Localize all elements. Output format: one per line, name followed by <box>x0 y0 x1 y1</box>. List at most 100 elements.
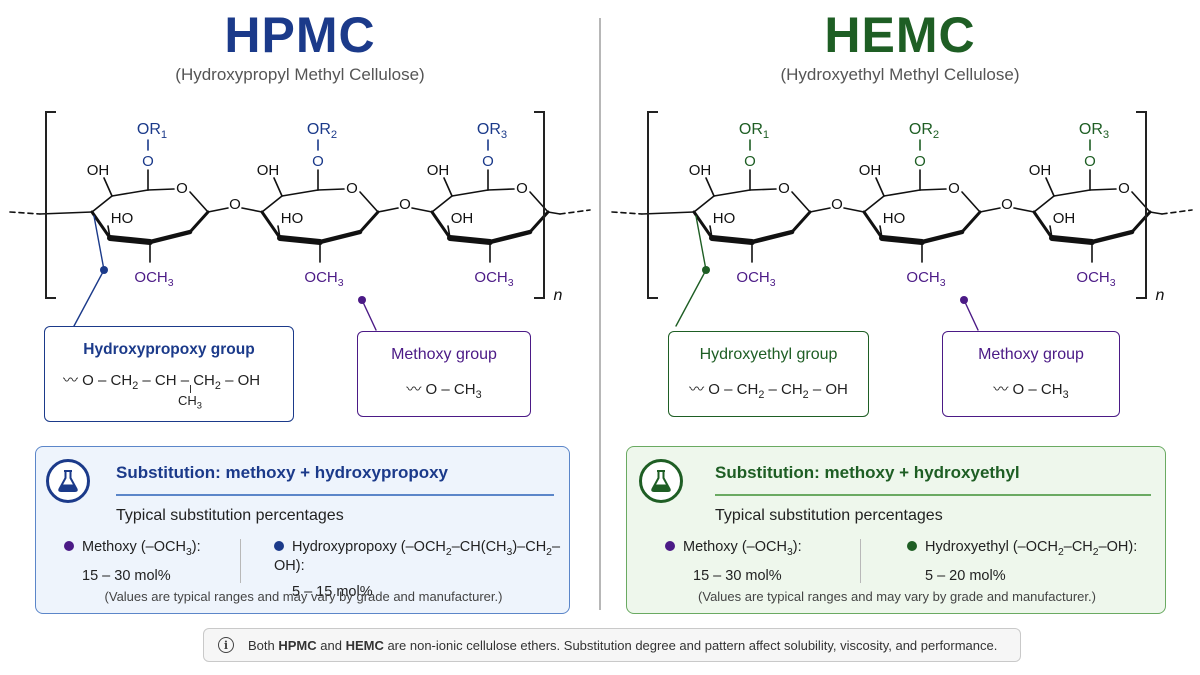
substituent-label: OR1 <box>739 121 769 141</box>
ho-label: HO <box>713 210 736 227</box>
methoxy-dot <box>665 541 675 552</box>
ring-oxygen-label: O <box>346 180 358 197</box>
formula-sub: 3 <box>475 389 482 401</box>
hemc-panel-rule <box>715 494 1151 496</box>
label-text: –OH): <box>1098 539 1138 555</box>
ring-bond-bold <box>447 235 493 245</box>
substituent-label: OR2 <box>909 121 939 141</box>
ring-bond <box>1033 195 1055 213</box>
ring-bond <box>863 195 885 213</box>
oh-bond <box>103 177 113 197</box>
footer-part: Both <box>248 637 279 653</box>
hpmc-substitution-panel: Substitution: methoxy + hydroxypropoxy T… <box>35 446 570 614</box>
ring-bond <box>1089 188 1117 191</box>
oh-label: OH <box>859 162 882 179</box>
methoxy-callout-title: Methoxy group <box>978 346 1084 363</box>
formula-part: – CH <box>764 381 803 398</box>
hemc-hydroxyethyl-item: Hydroxyethyl (–OCH2–CH2–OH): 5 – 20 mol% <box>907 539 1137 584</box>
label-text: –CH(CH <box>451 539 507 555</box>
ho-bond <box>107 225 111 239</box>
hydroxypropoxy-callout-title: Hydroxypropoxy group <box>83 341 255 358</box>
footer-text: Both HPMC and HEMC are non-ionic cellulo… <box>248 638 997 653</box>
ring-bond-bold <box>277 235 323 245</box>
ring-bond-bold <box>879 235 925 245</box>
ring-bond <box>261 195 283 213</box>
ring-bond <box>1131 191 1151 213</box>
ho-label: HO <box>111 210 134 227</box>
formula-sub: 2 <box>802 389 809 401</box>
ring-oxygen-label: O <box>516 180 528 197</box>
substituent-label: OR1 <box>137 121 167 141</box>
ring-bond <box>111 189 149 197</box>
ring-oxygen-label: O <box>948 180 960 197</box>
ho-bond <box>277 225 281 239</box>
label-sub: 2 <box>546 546 552 558</box>
methoxy-callout-left: Methoxy group 〰 O – CH3 <box>357 331 531 417</box>
branch-ch: CH <box>178 393 197 408</box>
label-sub: 2 <box>445 546 452 558</box>
oh-label: OH <box>427 162 450 179</box>
ring-bond-bold <box>107 235 153 245</box>
item-label: Methoxy (–OCH3): <box>64 539 201 558</box>
glycosidic-oxygen: O <box>229 196 241 213</box>
flask-icon <box>639 459 683 503</box>
hydroxyethyl-callout: Hydroxyethyl group 〰 O – CH2 – CH2 – OH <box>668 331 869 417</box>
panel-divider <box>240 539 241 583</box>
substituent-oxygen: O <box>914 153 926 170</box>
ring-bond-bold <box>1049 235 1095 245</box>
item-label: Methoxy (–OCH3): <box>665 539 802 558</box>
glycosidic-bond <box>207 207 229 213</box>
oh-bond <box>705 177 715 197</box>
ring-bond <box>529 191 549 213</box>
formula-sub: 2 <box>758 389 765 401</box>
ring-bond <box>693 195 715 213</box>
footer-part: and <box>316 637 346 653</box>
methoxy-formula: 〰 O – CH3 <box>358 378 530 401</box>
glycosidic-bond <box>241 207 263 213</box>
glycosidic-oxygen: O <box>831 196 843 213</box>
center-divider <box>599 18 601 610</box>
oh-label: OH <box>87 162 110 179</box>
ring-bond <box>91 195 113 213</box>
chain-end-dash <box>559 209 591 215</box>
methoxy-callout-right: Methoxy group 〰 O – CH3 <box>942 331 1120 417</box>
ring-oxygen-label: O <box>778 180 790 197</box>
chain-bond <box>39 211 93 215</box>
hpmc-subtitle: (Hydroxypropyl Methyl Cellulose) <box>175 65 425 84</box>
oh-bond <box>273 177 283 197</box>
formula-part: 〰 O – CH <box>993 381 1063 398</box>
ring-bond <box>791 191 811 213</box>
ring-bond-bold <box>528 210 550 234</box>
substituent-oxygen: O <box>142 153 154 170</box>
ring-bond-bold <box>960 210 982 234</box>
substituent-oxygen: O <box>482 153 494 170</box>
repeat-bracket-right <box>534 111 545 299</box>
ring-bond-bold <box>430 210 452 240</box>
hydroxypropoxy-branch: CH3 <box>175 383 205 413</box>
chain-bond <box>547 211 561 215</box>
ring-bond <box>1053 189 1091 197</box>
methoxy-label: OCH3 <box>474 269 513 289</box>
panel-divider <box>860 539 861 583</box>
repeat-bracket-right <box>1136 111 1147 299</box>
item-value: 15 – 30 mol% <box>693 567 782 584</box>
ring-bond-bold <box>358 210 380 234</box>
ring-bond-bold <box>188 210 210 234</box>
formula-sub: 3 <box>1062 389 1069 401</box>
branch-bond <box>189 385 191 393</box>
methoxy-label: OCH3 <box>736 269 775 289</box>
ho-bond <box>1049 225 1053 239</box>
oh-label: OH <box>257 162 280 179</box>
hydroxypropoxy-dot <box>274 541 284 552</box>
ring-bond <box>451 189 489 197</box>
formula-sub: 2 <box>214 380 221 392</box>
ring-bond <box>919 188 947 191</box>
glycosidic-bond <box>843 207 865 213</box>
label-text: )–CH <box>512 539 547 555</box>
label-text: Hydroxyethyl (–OCH <box>925 539 1058 555</box>
ring-bond <box>487 188 515 191</box>
methoxy-label: OCH3 <box>134 269 173 289</box>
leader-line <box>93 215 105 271</box>
ho-bond <box>447 225 451 239</box>
